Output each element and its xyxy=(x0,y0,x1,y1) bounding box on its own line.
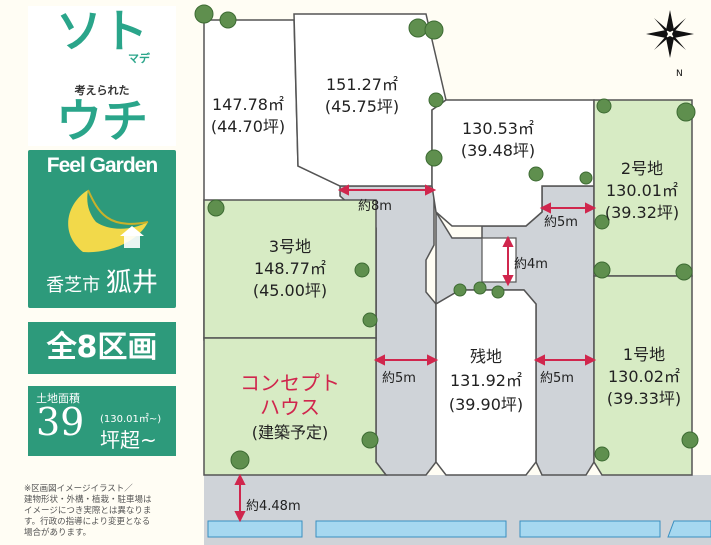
lot-area: 130.53㎡ xyxy=(462,119,534,138)
city-small: 香芝市 xyxy=(46,275,101,296)
lot-tsubo: (39.90坪) xyxy=(449,395,523,414)
lot-area: 130.01㎡ xyxy=(606,181,678,200)
dimension-arrows xyxy=(234,184,597,523)
lot-tsubo: (45.75坪) xyxy=(325,97,399,116)
disclaimer-line: す。行政の指導により変更となる xyxy=(24,517,151,527)
area-label: 土地面積 xyxy=(36,392,80,405)
lot-name: 3号地 xyxy=(269,237,311,256)
lot-area: 148.77㎡ xyxy=(254,259,326,278)
compass-label: N xyxy=(676,69,683,79)
site-plan-map: N 約8m 約5m 約4m 約5m 約5m 約4.48m 147.78㎡ (44… xyxy=(194,4,711,545)
lot-tsubo: (39.48坪) xyxy=(461,141,535,160)
channel-segment xyxy=(519,520,661,538)
lot-tsubo: (45.00坪) xyxy=(253,281,327,300)
area-value: 39 xyxy=(36,400,85,444)
sidebar: ソト マデ 考えられた ウチ Feel Garden 香芝市 狐井 全8区画 土… xyxy=(0,0,190,545)
concept-house-title: ハウス xyxy=(260,395,320,419)
lot-top-right xyxy=(431,99,595,227)
lot-name: 1号地 xyxy=(623,345,665,364)
lot-tsubo: (44.70坪) xyxy=(211,117,285,136)
disclaimer: ※区画図イメージイラスト／ 建物形状・外構・植栽・駐車場は イメージにつき実際と… xyxy=(24,484,184,539)
logo-made-text: マデ xyxy=(128,52,150,65)
road-width-label: 約8m xyxy=(358,199,392,214)
road-width-label: 約5m xyxy=(540,371,574,386)
feel-garden-panel: Feel Garden 香芝市 狐井 xyxy=(28,150,176,308)
logo-middle-text: 考えられた xyxy=(74,84,130,97)
city-big: 狐井 xyxy=(105,268,158,298)
lot-concept-house xyxy=(203,337,388,476)
lot-name: 2号地 xyxy=(621,159,663,178)
brand-logo: ソト マデ 考えられた ウチ xyxy=(28,6,176,146)
feel-garden-title: Feel Garden xyxy=(46,154,158,177)
lot-area: 151.27㎡ xyxy=(326,75,398,94)
disclaimer-line: 建物形状・外構・植栽・駐車場は xyxy=(24,495,152,505)
city-name: 香芝市 狐井 xyxy=(28,262,176,299)
channel-segment xyxy=(667,520,711,538)
lot-area: 147.78㎡ xyxy=(212,95,284,114)
road-width-label: 約5m xyxy=(382,371,416,386)
channel-segment xyxy=(207,520,303,538)
disclaimer-line: 場合があります。 xyxy=(24,528,92,538)
land-area-badge: 土地面積 39 (130.01㎡~) 坪超~ xyxy=(28,386,176,456)
concept-house-note: (建築予定) xyxy=(252,423,329,442)
lot-area: 131.92㎡ xyxy=(450,371,522,390)
trees xyxy=(194,4,699,470)
lot-name: 残地 xyxy=(470,347,502,366)
lot-1 xyxy=(593,275,693,476)
leaf-house-icon xyxy=(68,189,149,253)
logo-top-text: ソト xyxy=(56,4,148,58)
concept-house-title: コンセプト xyxy=(240,371,340,395)
area-note: (130.01㎡~) xyxy=(100,414,162,425)
lot-tsubo: (39.32坪) xyxy=(605,203,679,222)
road-width-label: 約4.48m xyxy=(246,499,301,514)
lot-tsubo: (39.33坪) xyxy=(607,389,681,408)
compass-icon: N xyxy=(646,10,694,79)
disclaimer-line: ※区画図イメージイラスト／ xyxy=(24,484,133,494)
logo-bottom-text: ウチ xyxy=(56,94,148,148)
road-width-label: 約5m xyxy=(544,215,578,230)
disclaimer-line: イメージにつき実際とは異なりま xyxy=(24,506,152,516)
road-width-label: 約4m xyxy=(514,257,548,272)
total-lots-badge: 全8区画 xyxy=(28,322,176,374)
area-suffix: 坪超~ xyxy=(100,428,157,452)
channel-segment xyxy=(315,520,507,538)
lot-area: 130.02㎡ xyxy=(608,367,680,386)
